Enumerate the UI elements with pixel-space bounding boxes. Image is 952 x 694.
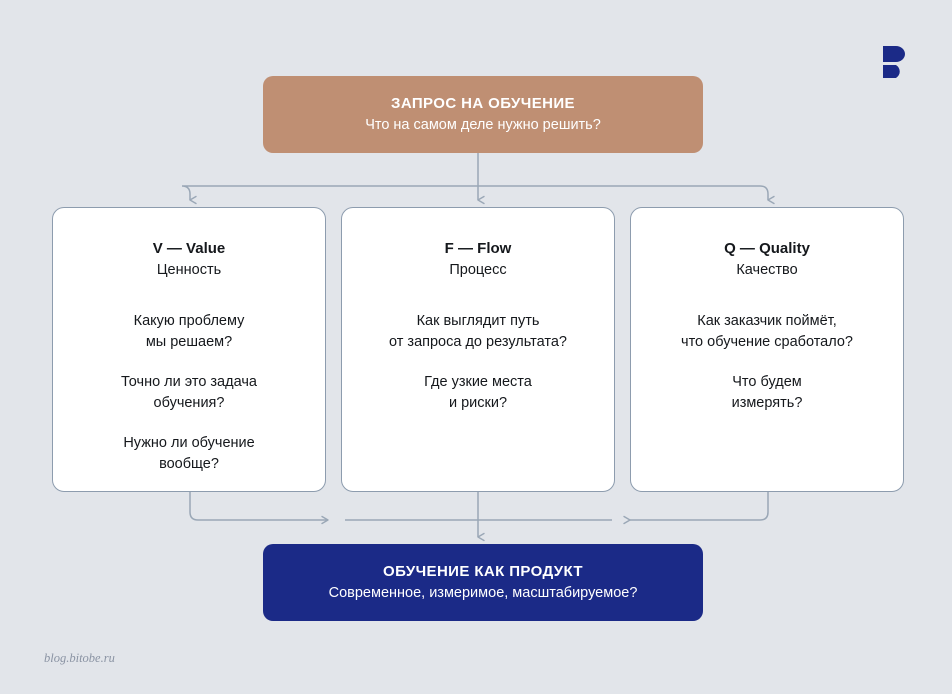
pillar-card-value: V — Value Ценность Какую проблему мы реш… <box>52 207 326 492</box>
pillar-question: Точно ли это задача обучения? <box>121 374 257 411</box>
pillar-question-list: Как выглядит путь от запроса до результа… <box>342 311 614 414</box>
pillar-question: Где узкие места и риски? <box>424 374 532 411</box>
request-box: ЗАПРОС НА ОБУЧЕНИЕ Что на самом деле нуж… <box>263 76 703 153</box>
pillar-question-list: Какую проблему мы решаем? Точно ли это з… <box>53 311 325 475</box>
pillar-heading: V — Value <box>152 240 226 257</box>
pillar-subheading: Качество <box>736 262 798 278</box>
pillar-question: Как заказчик поймёт, что обучение сработ… <box>681 313 853 350</box>
pillar-question: Как выглядит путь от запроса до результа… <box>389 313 567 350</box>
footer-url: blog.bitobe.ru <box>44 651 115 665</box>
pillar-question-list: Как заказчик поймёт, что обучение сработ… <box>631 311 903 414</box>
pillar-heading: F — Flow <box>444 240 512 257</box>
pillar-heading: Q — Quality <box>724 240 810 257</box>
product-box: ОБУЧЕНИЕ КАК ПРОДУКТ Современное, измери… <box>263 544 703 621</box>
request-box-subtitle: Что на самом деле нужно решить? <box>365 116 601 133</box>
pillar-subheading: Процесс <box>449 262 507 278</box>
product-box-title: ОБУЧЕНИЕ КАК ПРОДУКТ <box>383 562 583 580</box>
request-box-title: ЗАПРОС НА ОБУЧЕНИЕ <box>391 94 575 112</box>
product-box-subtitle: Современное, измеримое, масштабируемое? <box>328 584 638 601</box>
pillar-question: Какую проблему мы решаем? <box>133 313 245 350</box>
pillar-card-flow: F — Flow Процесс Как выглядит путь от за… <box>341 207 615 492</box>
pillar-card-quality: Q — Quality Качество Как заказчик поймёт… <box>630 207 904 492</box>
bitobe-logo-icon <box>883 46 905 78</box>
pillar-subheading: Ценность <box>156 262 222 278</box>
pillar-question: Нужно ли обучение вообще? <box>123 435 255 472</box>
pillar-question: Что будем измерять? <box>731 374 803 411</box>
